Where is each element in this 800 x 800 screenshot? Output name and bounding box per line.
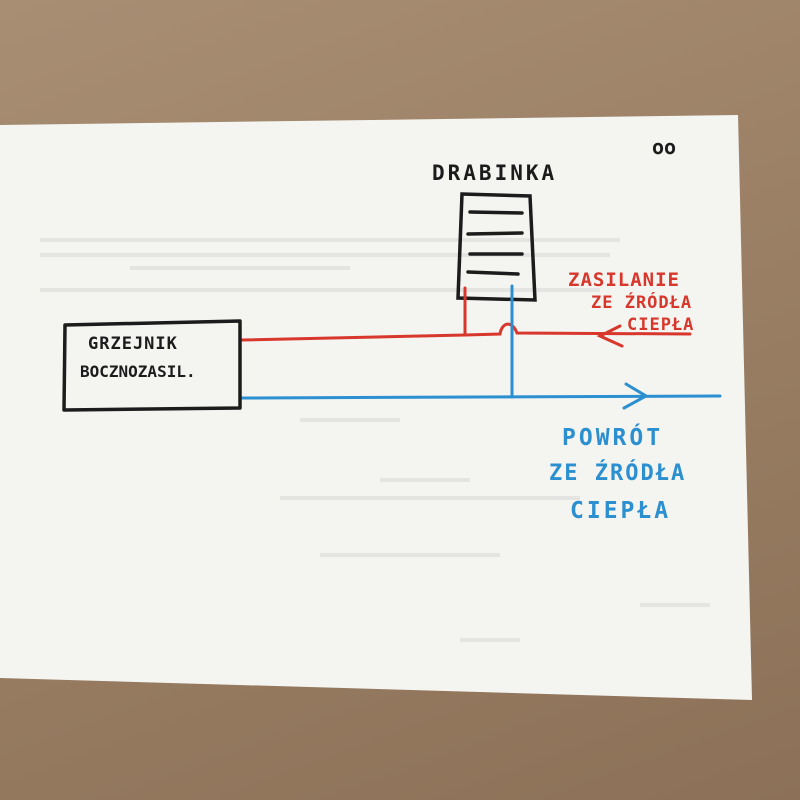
return-pipe — [240, 284, 722, 410]
supply-label-line1: ZASILANIE — [568, 269, 680, 291]
radiator-label-line1: GRZEJNIK — [88, 334, 178, 354]
return-label-line1: POWRÓT — [562, 423, 663, 451]
side-radiator-box — [62, 319, 242, 412]
return-label-line2: ZE ŹRÓDŁA — [549, 460, 686, 486]
supply-label-line2: ZE ŹRÓDŁA — [591, 291, 692, 313]
ladder-title: DRABINKA — [432, 161, 557, 185]
return-label-line3: CIEPŁA — [570, 498, 671, 524]
supply-label-line3: CIEPŁA — [627, 315, 694, 335]
radiator-label-line2: BOCZNOZASIL. — [80, 362, 196, 381]
ladder-radiator-icon — [456, 192, 537, 302]
faint-print — [40, 238, 710, 642]
corner-mark: oo — [652, 135, 676, 159]
supply-pipe — [240, 286, 692, 348]
paper-sheet — [0, 115, 752, 700]
